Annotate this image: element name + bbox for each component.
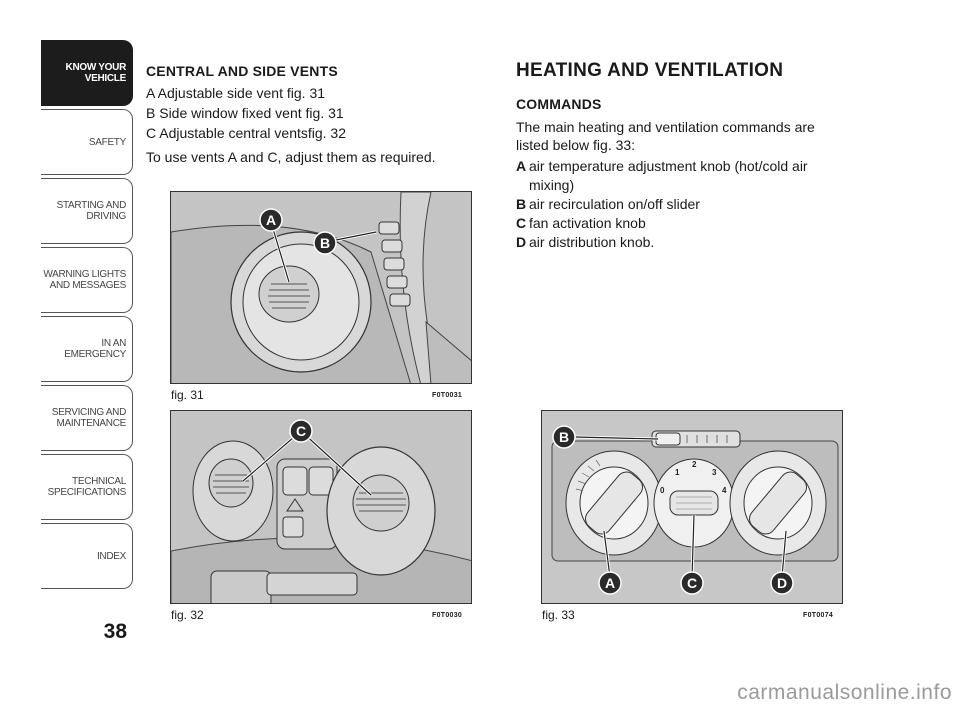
fig33-label-b: B bbox=[559, 429, 569, 445]
tab-safety[interactable]: SAFETY bbox=[41, 109, 133, 175]
chapter-sidebar: KNOW YOUR VEHICLE SAFETY STARTING AND DR… bbox=[41, 40, 133, 592]
fig31-illustration: A B bbox=[171, 192, 471, 383]
vent-line-c: C Adjustable central ventsfig. 32 bbox=[146, 125, 347, 141]
page-number: 38 bbox=[103, 620, 127, 643]
fig33-illustration: 0 1 2 3 4 B A C D bbox=[542, 411, 842, 603]
figure-32: C bbox=[170, 410, 472, 604]
fig33-code: F0T0074 bbox=[803, 612, 834, 619]
watermark: carmanualsonline.info bbox=[737, 681, 952, 704]
fig32-code: F0T0030 bbox=[432, 612, 463, 619]
tab-warning-lights[interactable]: WARNING LIGHTS AND MESSAGES bbox=[41, 247, 133, 313]
tab-technical-specifications[interactable]: TECHNICAL SPECIFICATIONS bbox=[41, 454, 133, 520]
figure-33: 0 1 2 3 4 B A C D bbox=[541, 410, 843, 604]
fan-speed-1: 1 bbox=[675, 468, 680, 477]
fig31-code: F0T0031 bbox=[432, 392, 463, 399]
figure-31: A B bbox=[170, 191, 472, 384]
fig31-label-a: A bbox=[266, 212, 276, 228]
tab-in-an-emergency[interactable]: IN AN EMERGENCY bbox=[41, 316, 133, 382]
fig33-label-d: D bbox=[777, 575, 787, 591]
vents-paragraph: To use vents A and C, adjust them as req… bbox=[146, 149, 436, 165]
commands-intro: The main heating and ventilation command… bbox=[516, 119, 815, 153]
tab-servicing[interactable]: SERVICING AND MAINTENANCE bbox=[41, 385, 133, 451]
fig31-caption: fig. 31 bbox=[171, 388, 204, 402]
vent-line-b: B Side window fixed vent fig. 31 bbox=[146, 105, 344, 121]
tab-know-your-vehicle[interactable]: KNOW YOUR VEHICLE bbox=[41, 40, 133, 106]
fig32-caption: fig. 32 bbox=[171, 608, 204, 622]
fan-speed-2: 2 bbox=[692, 460, 697, 469]
fan-speed-3: 3 bbox=[712, 468, 717, 477]
heating-title: HEATING AND VENTILATION bbox=[516, 60, 784, 81]
fig33-label-a: A bbox=[605, 575, 615, 591]
fig32-label-c: C bbox=[296, 423, 306, 439]
fig32-illustration: C bbox=[171, 411, 471, 603]
vents-heading: CENTRAL AND SIDE VENTS bbox=[146, 63, 338, 79]
fan-speed-4: 4 bbox=[722, 486, 727, 495]
tab-index[interactable]: INDEX bbox=[41, 523, 133, 589]
vents-section: CENTRAL AND SIDE VENTS A Adjustable side… bbox=[146, 63, 476, 167]
fig33-caption: fig. 33 bbox=[542, 608, 575, 622]
fig31-label-b: B bbox=[320, 235, 330, 251]
commands-heading: COMMANDS bbox=[516, 96, 602, 112]
fig33-label-c: C bbox=[687, 575, 697, 591]
vent-line-a: A Adjustable side vent fig. 31 bbox=[146, 85, 326, 101]
tab-starting-and-driving[interactable]: STARTING AND DRIVING bbox=[41, 178, 133, 244]
fan-speed-0: 0 bbox=[660, 486, 665, 495]
heating-section: HEATING AND VENTILATION COMMANDS The mai… bbox=[516, 60, 846, 252]
